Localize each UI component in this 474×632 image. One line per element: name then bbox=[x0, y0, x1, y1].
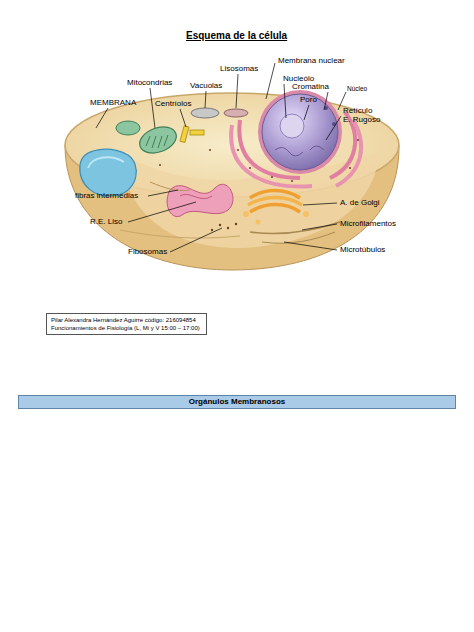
part-label: Poro bbox=[300, 95, 317, 104]
section-band: Orgánulos Membranosos bbox=[18, 395, 456, 409]
part-label: fibras intermedias bbox=[75, 191, 138, 200]
part-label: MEMBRANA bbox=[90, 98, 136, 107]
part-label: Microtúbulos bbox=[340, 245, 385, 254]
part-label: Nucleólo bbox=[283, 74, 314, 83]
part-label: Lisosomas bbox=[220, 64, 258, 73]
part-label: Microfilamentos bbox=[340, 219, 396, 228]
part-label: Retículo E. Rugoso bbox=[343, 106, 381, 124]
part-label: Cromatina bbox=[292, 82, 329, 91]
part-label: Mitocondrias bbox=[127, 78, 172, 87]
part-label: Membrana nuclear bbox=[278, 56, 345, 65]
box-heading: Pilar Alexandra Hernández Aguirre código… bbox=[51, 316, 202, 324]
box-heading: Orgánulos Membranosos bbox=[19, 397, 455, 407]
part-label: Fibosomas bbox=[128, 247, 167, 256]
diagram-title: Esquema de la célula bbox=[186, 30, 287, 42]
part-label: A. de Golgi bbox=[340, 198, 380, 207]
box-text: Funcionamientos de Fisiología (L, Mi y V… bbox=[51, 324, 202, 332]
part-label: Centríolos bbox=[155, 99, 191, 108]
part-label: R.E. Liso bbox=[90, 217, 122, 226]
author-box: Pilar Alexandra Hernández Aguirre código… bbox=[46, 313, 207, 335]
part-label: Vacuolas bbox=[190, 81, 222, 90]
part-label: Núcleo bbox=[347, 85, 367, 92]
